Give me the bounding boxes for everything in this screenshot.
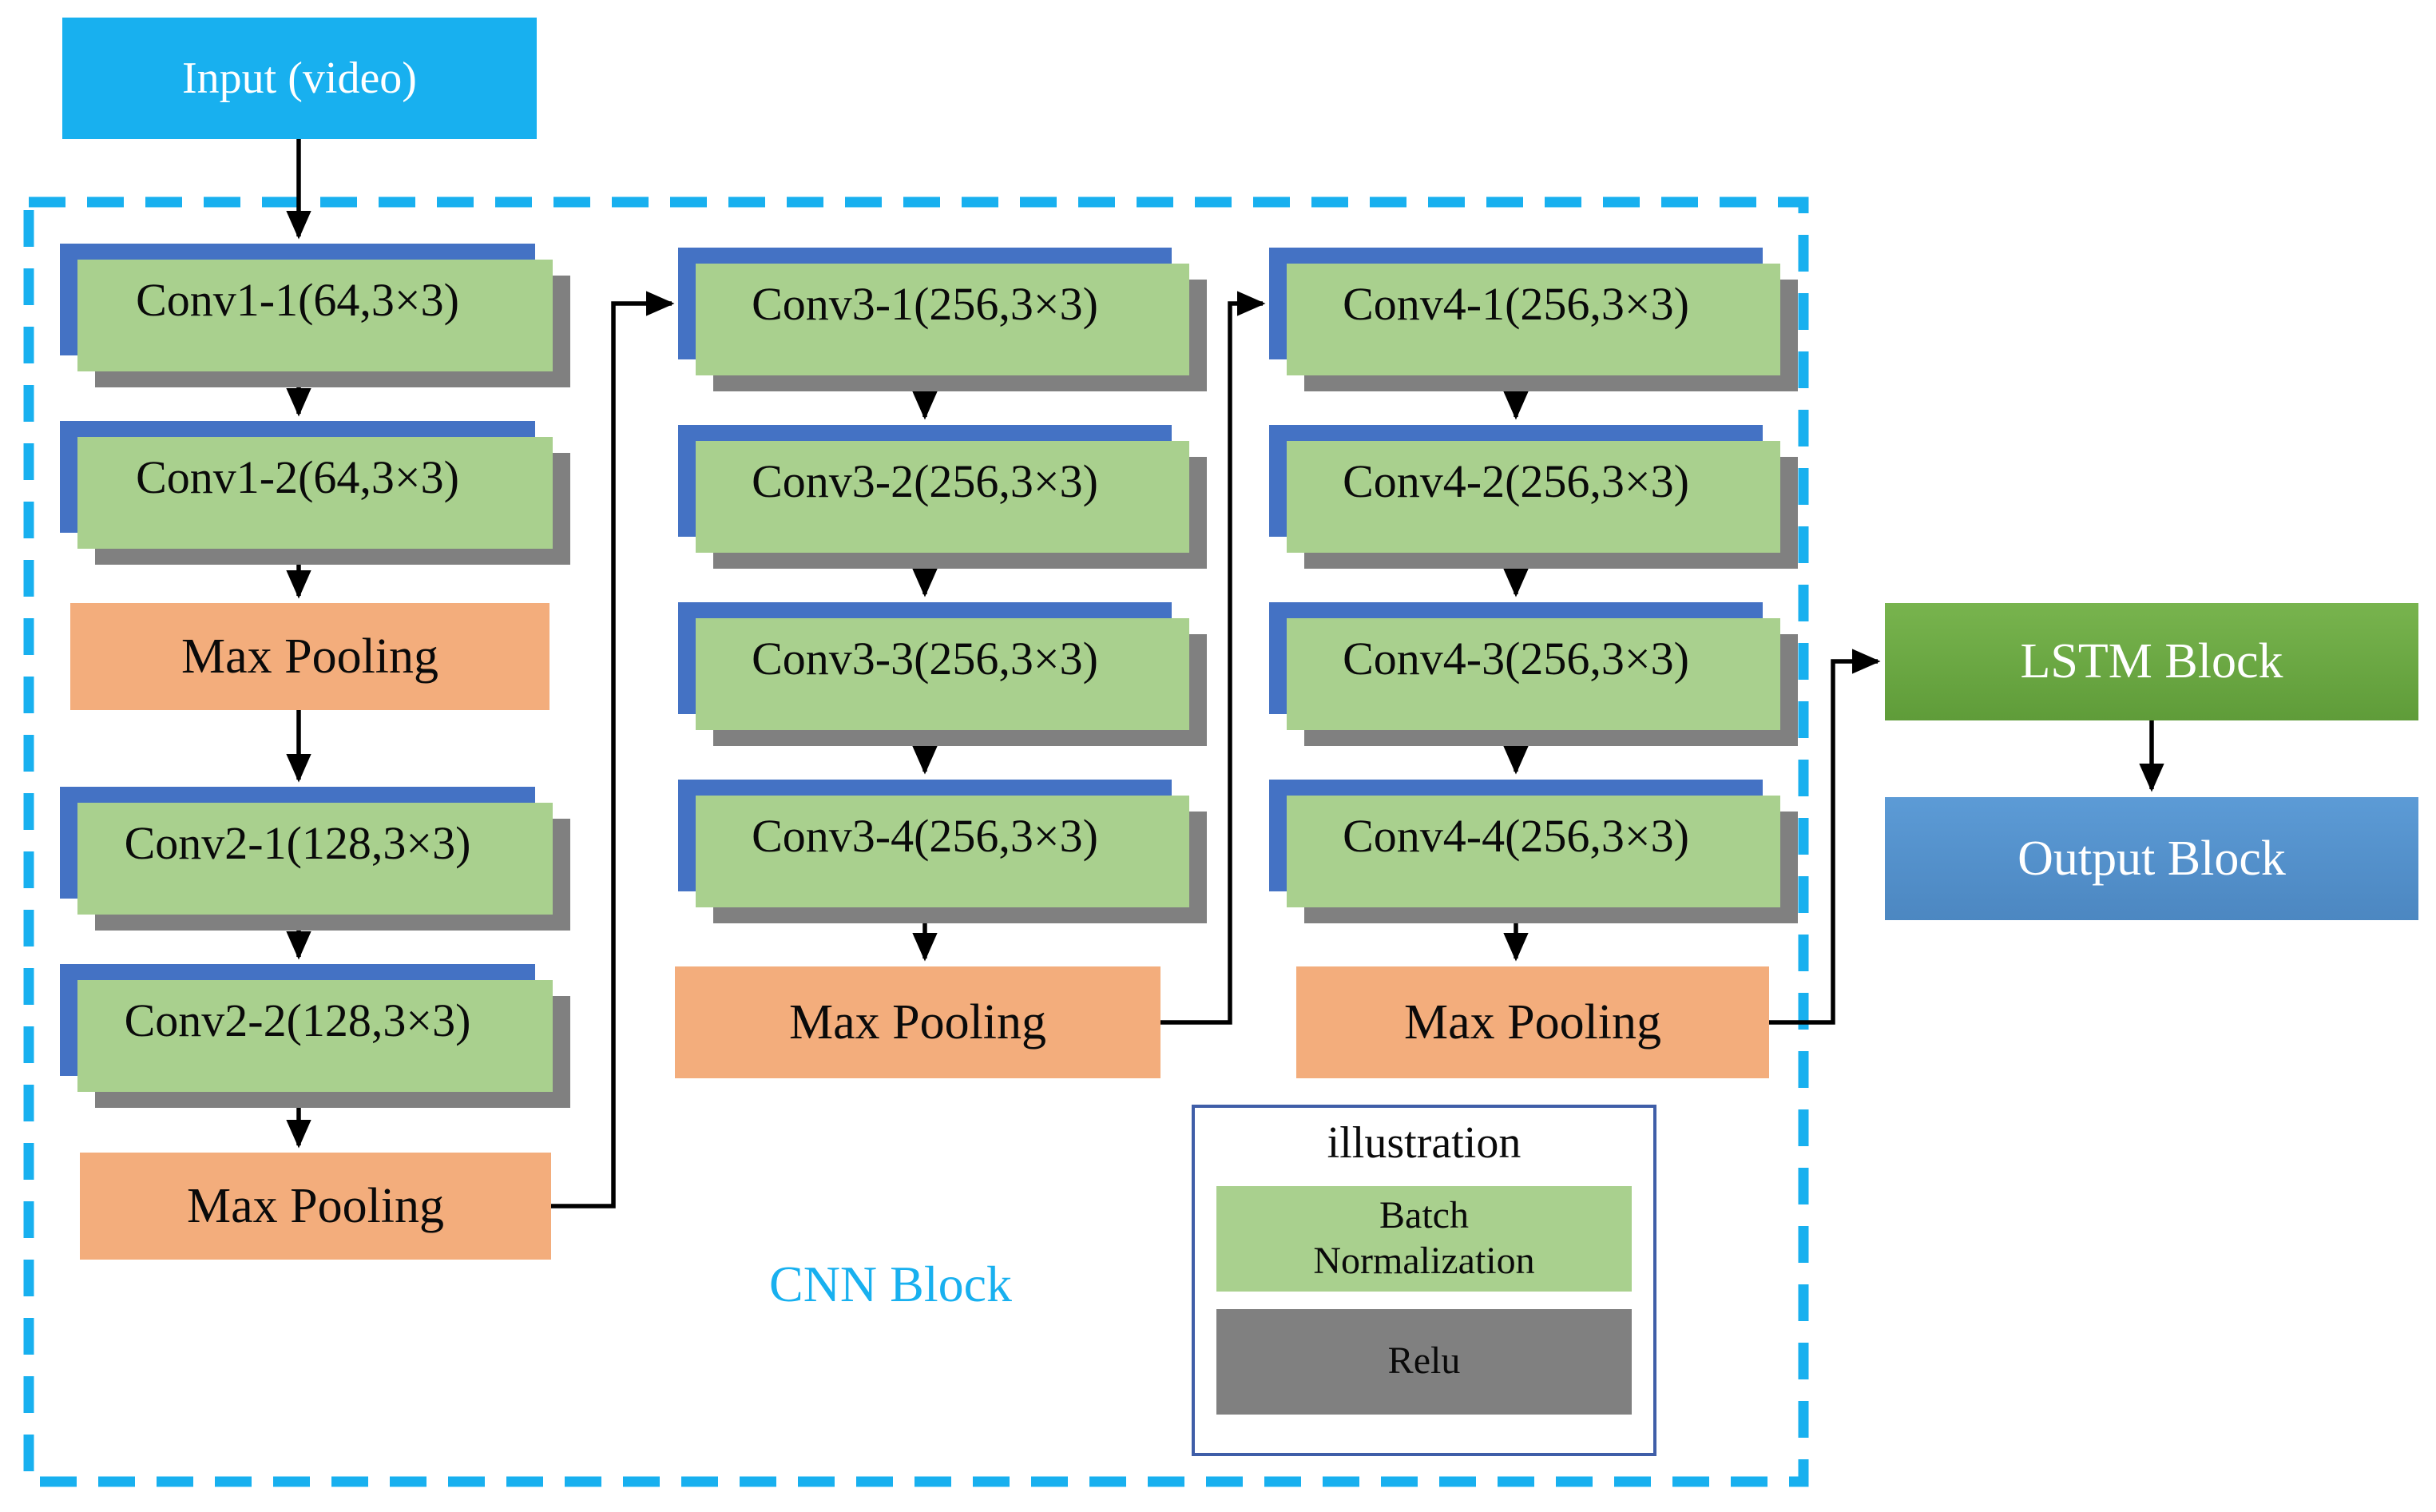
block-conv4-4: Conv4-4(256,3×3)	[1269, 780, 1798, 923]
block-conv2-2: Conv2-2(128,3×3)	[60, 964, 570, 1108]
block-conv3-2: Conv3-2(256,3×3)	[678, 425, 1207, 569]
block-max-pooling-col2-1: Max Pooling	[675, 966, 1160, 1078]
block-max-pooling-col3-1: Max Pooling	[1296, 966, 1769, 1078]
block-conv1-2: Conv1-2(64,3×3)	[60, 421, 570, 565]
block-conv3-4: Conv3-4(256,3×3)	[678, 780, 1207, 923]
arrow-maxpool3-to-conv4-1	[1160, 291, 1266, 1025]
block-conv3-1: Conv3-1(256,3×3)	[678, 248, 1207, 391]
lstm-block: LSTM Block	[1885, 603, 2418, 720]
block-conv2-1: Conv2-1(128,3×3)	[60, 787, 570, 931]
block-conv3-3: Conv3-3(256,3×3)	[678, 602, 1207, 746]
legend-item-label-line: Normalization	[1313, 1239, 1535, 1282]
block-conv1-1: Conv1-1(64,3×3)	[60, 244, 570, 387]
block-max-pooling-col1-2: Max Pooling	[80, 1153, 551, 1260]
block-conv4-3: Conv4-3(256,3×3)	[1269, 602, 1798, 746]
cnn-block-dashed-boundary	[23, 196, 1809, 1487]
arrow-maxpool2-to-conv3-1	[551, 291, 675, 1208]
arrow-maxpool4-to-lstm	[1769, 649, 1881, 1025]
output-block: Output Block	[1885, 797, 2418, 920]
block-conv4-2: Conv4-2(256,3×3)	[1269, 425, 1798, 569]
cnn-block-label: CNN Block	[769, 1256, 1012, 1312]
legend-item-label-line: Relu	[1387, 1339, 1461, 1383]
legend-title: illustration	[1327, 1118, 1522, 1168]
legend-item-relu: Relu	[1216, 1308, 1632, 1415]
input-video-block: Input (video)	[62, 18, 537, 139]
block-max-pooling-col1-1: Max Pooling	[70, 603, 549, 710]
block-conv4-1: Conv4-1(256,3×3)	[1269, 248, 1798, 391]
legend-item-label-line: Batch	[1379, 1193, 1469, 1236]
